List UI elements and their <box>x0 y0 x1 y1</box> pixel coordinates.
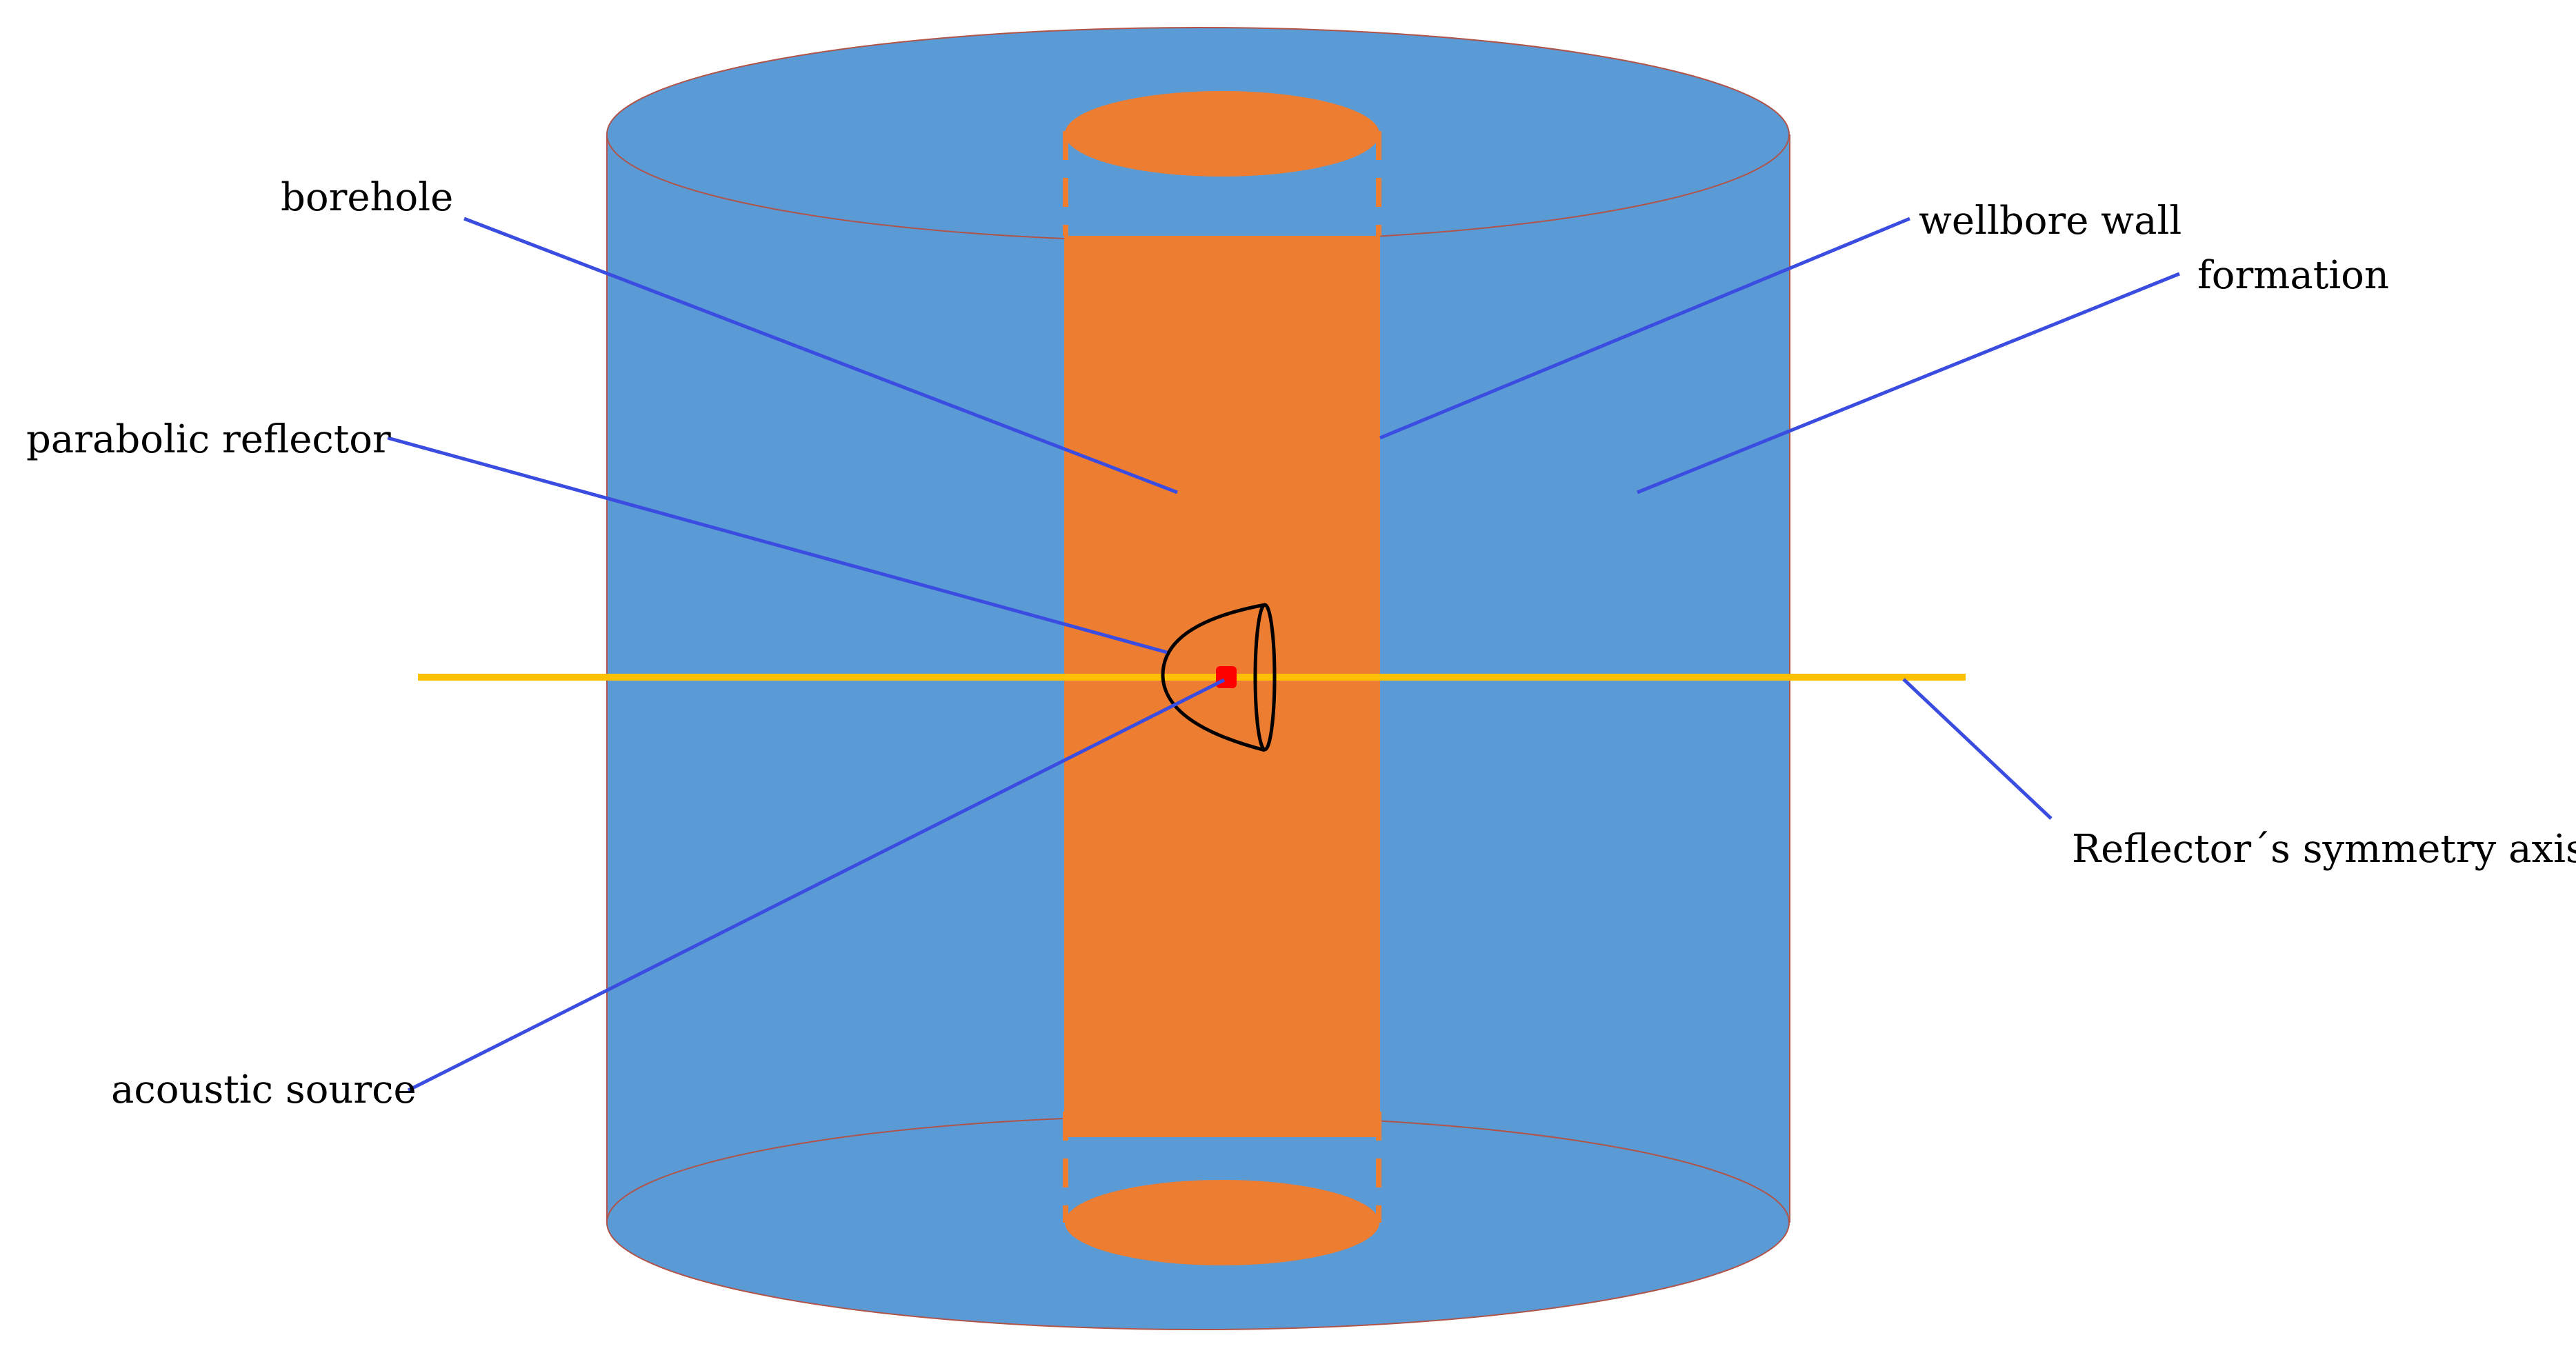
borehole-leader <box>463 217 1178 494</box>
reflector-parabola-curve <box>1161 603 1266 752</box>
borehole-top-face <box>1065 91 1379 177</box>
acoustic-source-dot <box>1216 666 1237 688</box>
formation-label: formation <box>2197 253 2389 298</box>
symmetry-axis-label: Reflector´s symmetry axis <box>2072 827 2576 872</box>
symmetry-axis-leader <box>1902 678 2053 820</box>
wellbore-wall-label: wellbore wall <box>1919 199 2181 243</box>
formation-leader <box>1637 272 2180 494</box>
borehole-label: borehole <box>281 175 453 220</box>
reflector-rim-ellipse <box>1253 603 1277 752</box>
borehole-bottom-face <box>1065 1180 1379 1265</box>
parabolic-reflector-label: parabolic reflector <box>26 417 391 462</box>
parabolic-reflector-leader <box>387 436 1168 654</box>
acoustic-source-label: acoustic source <box>111 1067 417 1112</box>
parabolic-reflector <box>1161 603 1277 752</box>
acoustic-source-leader <box>407 678 1226 1092</box>
leader-lines <box>387 217 2180 1092</box>
wellbore-wall-leader <box>1379 217 1910 440</box>
